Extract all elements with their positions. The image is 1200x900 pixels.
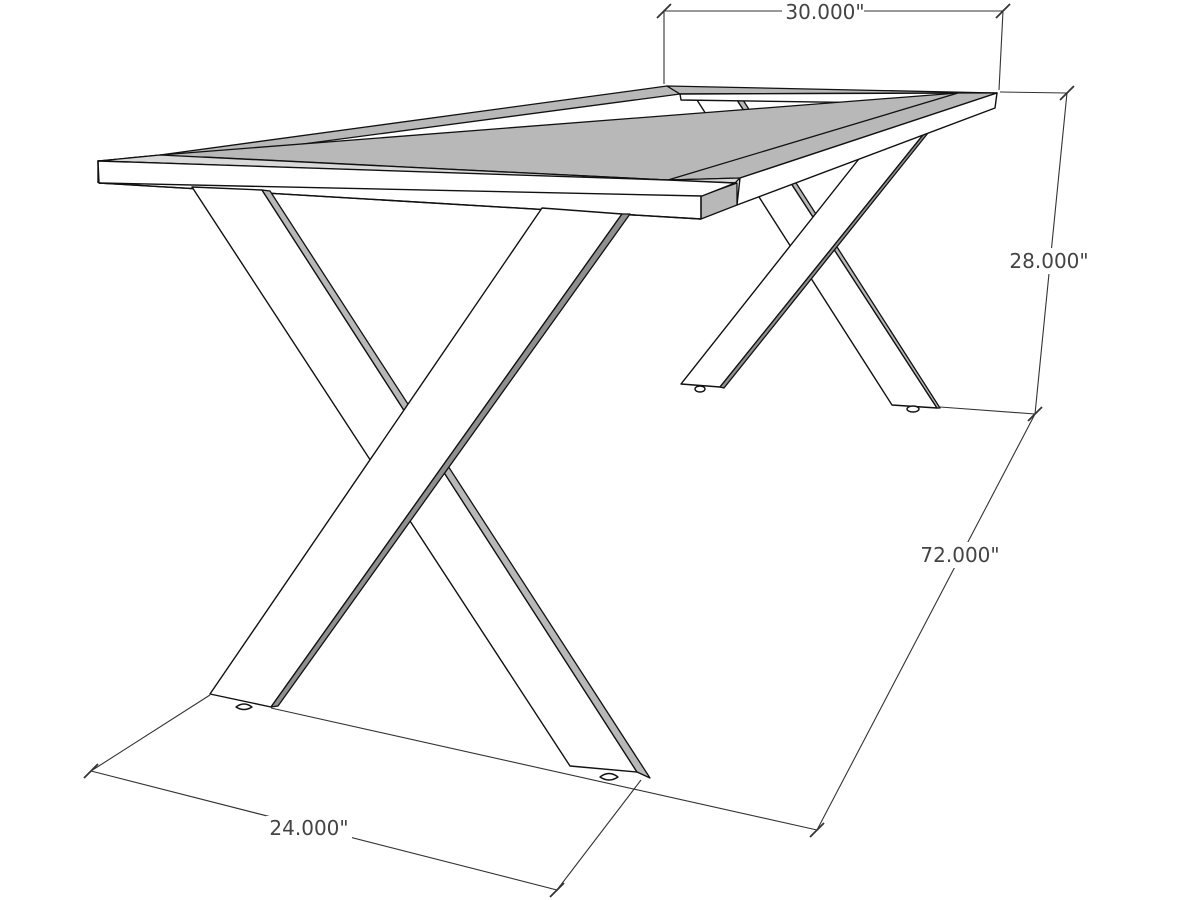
dimension-top-width: 30.000" — [656, 0, 1011, 91]
front-leg-front-bar-side — [270, 213, 631, 708]
dimension-label-top-width: 30.000" — [785, 0, 864, 24]
front-end-top-edge — [97, 160, 736, 197]
dimension-label-length: 72.000" — [920, 543, 999, 567]
dimension-leg-depth: 24.000" — [83, 694, 642, 898]
dimension-label-height: 28.000" — [1009, 249, 1088, 273]
dimension-length: 72.000" — [270, 413, 1036, 838]
back-leg-foot-left — [694, 385, 706, 393]
front-x-leg — [191, 186, 651, 781]
front-leg-rear-bar-side — [261, 189, 651, 779]
front-leg-foot-right — [599, 772, 619, 781]
dimension-height: 28.000" — [939, 85, 1090, 422]
dimension-label-leg-depth: 24.000" — [269, 816, 348, 840]
right-rail-face — [736, 92, 998, 206]
back-leg-foot-right — [906, 405, 920, 413]
top-frame — [97, 85, 998, 220]
front-leg-foot-left — [235, 703, 253, 711]
